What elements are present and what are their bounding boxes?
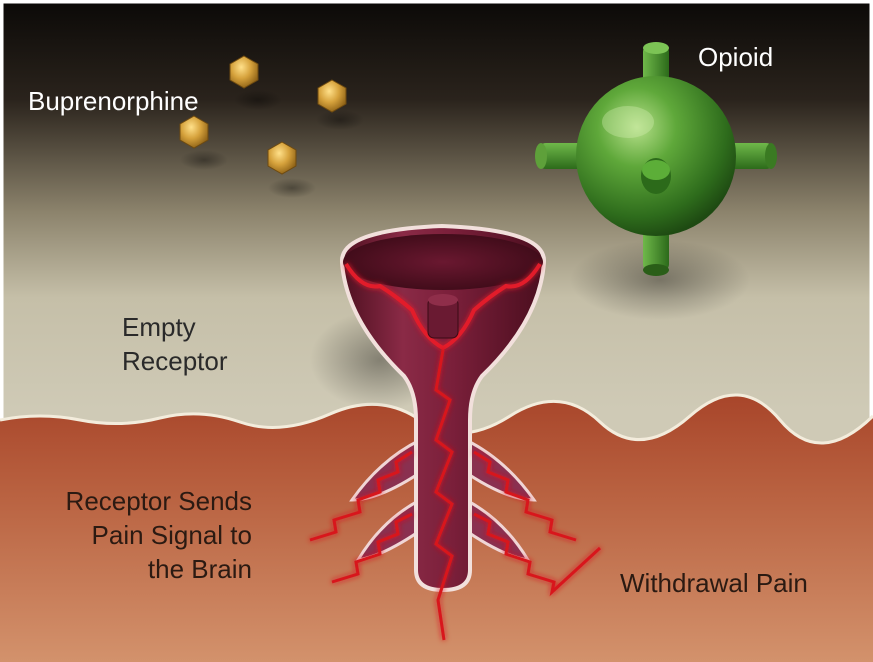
receptor-sends-label-line-3: the Brain: [40, 552, 252, 586]
empty-receptor-label-line-2: Receptor: [122, 344, 228, 378]
empty-receptor-label: Empty Receptor: [122, 310, 228, 378]
receptor-cup: [343, 234, 543, 290]
receptor-sends-label-line-2: Pain Signal to: [40, 518, 252, 552]
opioid-label: Opioid: [698, 40, 773, 74]
receptor-sends-label-line-1: Receptor Sends: [40, 484, 252, 518]
empty-receptor-label-line-1: Empty: [122, 310, 228, 344]
buprenorphine-label: Buprenorphine: [28, 84, 199, 118]
receptor-sends-label: Receptor Sends Pain Signal to the Brain: [40, 484, 252, 586]
withdrawal-pain-label: Withdrawal Pain: [620, 566, 808, 600]
